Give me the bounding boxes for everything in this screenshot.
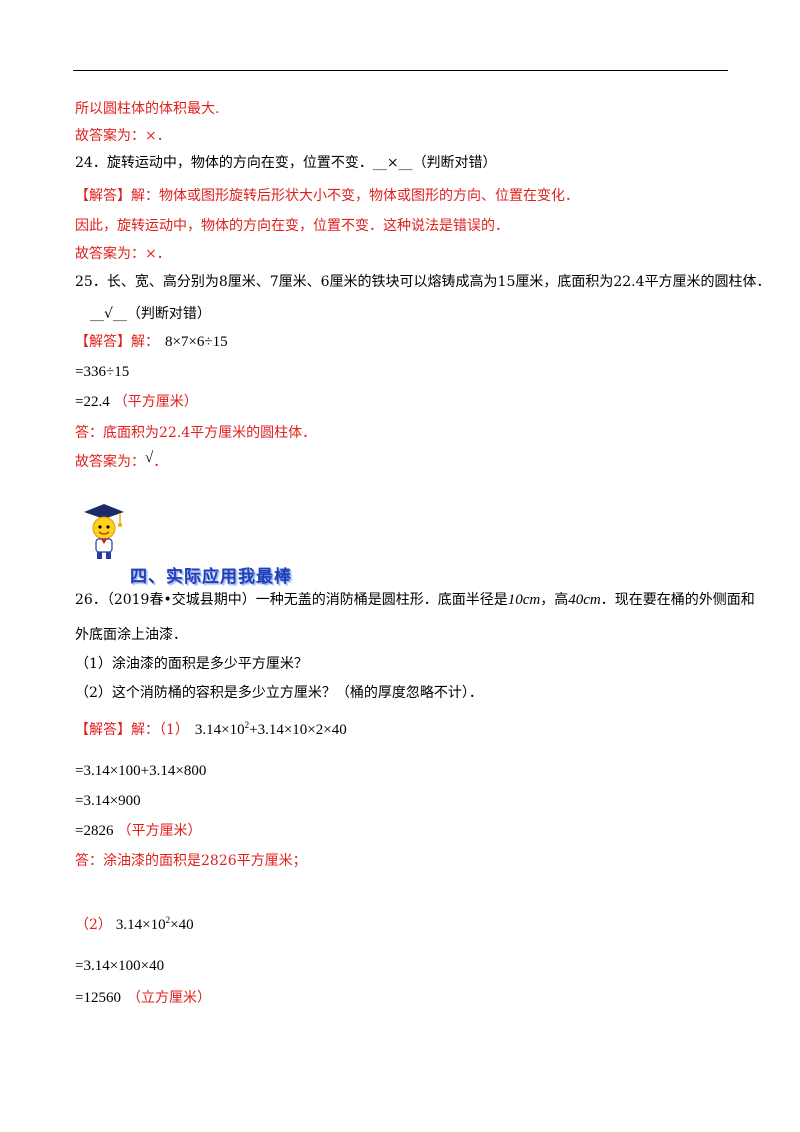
question-hint: （判断对错） — [412, 155, 497, 171]
solution-prefix: 解：（1） — [131, 722, 189, 738]
question-text: 26．（2019春•交城县期中）一种无盖的消防桶是圆柱形．底面半径是 — [75, 592, 508, 608]
solution-line: 【解答】解：物体或图形旋转后形状大小不变，物体或图形的方向、位置在变化． — [75, 187, 579, 205]
math-line: =336÷15 — [75, 364, 130, 380]
text-line: 答：底面积为22.4平方厘米的圆柱体． — [75, 425, 317, 441]
question-25: 25．长、宽、高分别为8厘米、7厘米、6厘米的铁块可以熔铸成高为15厘米，底面积… — [75, 274, 771, 290]
answer-mark: √ — [145, 450, 154, 466]
unit-label: （立方厘米） — [126, 990, 211, 1006]
math-expression: =22.4 — [75, 394, 110, 410]
math-line: （2）3.14×102×40 — [75, 911, 194, 934]
solution-line: 【解答】解：（1） 3.14×102+3.14×10×2×40 — [75, 716, 347, 739]
unit-label: （平方厘米） — [117, 823, 202, 839]
math-expression: =12560 — [75, 990, 121, 1006]
header-rule — [73, 70, 728, 71]
section-banner: 四、实际应用我最棒 — [130, 567, 292, 587]
math-expression: 3.14×102+3.14×10×2×40 — [194, 720, 347, 738]
math-line: =3.14×900 — [75, 793, 141, 809]
answer-blank: __√__ — [90, 306, 127, 322]
solution-tag: 【解答】 — [75, 334, 131, 350]
math-line: =12560 （立方厘米） — [75, 989, 211, 1007]
solution-text: 解：物体或图形旋转后形状大小不变，物体或图形的方向、位置在变化． — [131, 188, 579, 204]
answer-line: 故答案为：√． — [75, 450, 168, 471]
answer-prefix: 故答案为： — [75, 454, 145, 470]
math-line: =22.4（平方厘米） — [75, 393, 198, 411]
sub-question: （2）这个消防桶的容积是多少立方厘米？（桶的厚度忽略不计）． — [75, 685, 483, 701]
question-text: ．现在要在桶的外侧面和 — [600, 592, 755, 608]
answer-suffix: ． — [153, 454, 168, 470]
answer-line: __√__（判断对错） — [90, 305, 211, 323]
math-line: =2826（平方厘米） — [75, 822, 201, 840]
solution-prefix: 解： — [131, 334, 159, 350]
math-line: =3.14×100×40 — [75, 958, 165, 974]
sub-label: （2） — [75, 917, 112, 933]
question-24: 24．旋转运动中，物体的方向在变，位置不变．__×__（判断对错） — [75, 154, 497, 172]
math-unit: 40cm — [568, 592, 601, 608]
solution-tag: 【解答】 — [75, 188, 131, 204]
question-hint: （判断对错） — [126, 306, 211, 322]
sub-question: （1）涂油漆的面积是多少平方厘米？ — [75, 656, 308, 672]
solution-line: 【解答】解： 8×7×6÷15 — [75, 333, 228, 351]
question-text: 24．旋转运动中，物体的方向在变，位置不变． — [75, 155, 373, 171]
math-expression: =2826 — [75, 823, 114, 839]
text-line: 故答案为：×． — [75, 246, 171, 262]
math-expression: 8×7×6÷15 — [165, 334, 228, 350]
math-unit: 10cm — [507, 592, 541, 608]
math-expression: 3.14×102×40 — [115, 915, 194, 933]
question-text: ，高 — [540, 592, 569, 608]
text-line: 所以圆柱体的体积最大. — [75, 101, 220, 117]
text-line: 外底面涂上油漆． — [75, 627, 187, 643]
math-line: =3.14×100+3.14×800 — [75, 763, 207, 779]
question-26: 26．（2019春•交城县期中）一种无盖的消防桶是圆柱形．底面半径是10cm，高… — [75, 591, 755, 609]
answer-blank: __×__ — [372, 155, 413, 171]
text-line: 答：涂油漆的面积是2826平方厘米； — [75, 853, 307, 869]
mascot-graduate-icon — [84, 504, 124, 559]
text-line: 故答案为：×． — [75, 128, 171, 144]
text-line: 因此，旋转运动中，物体的方向在变，位置不变．这种说法是错误的． — [75, 218, 509, 234]
solution-tag: 【解答】 — [75, 722, 131, 738]
unit-label: （平方厘米） — [113, 394, 198, 410]
